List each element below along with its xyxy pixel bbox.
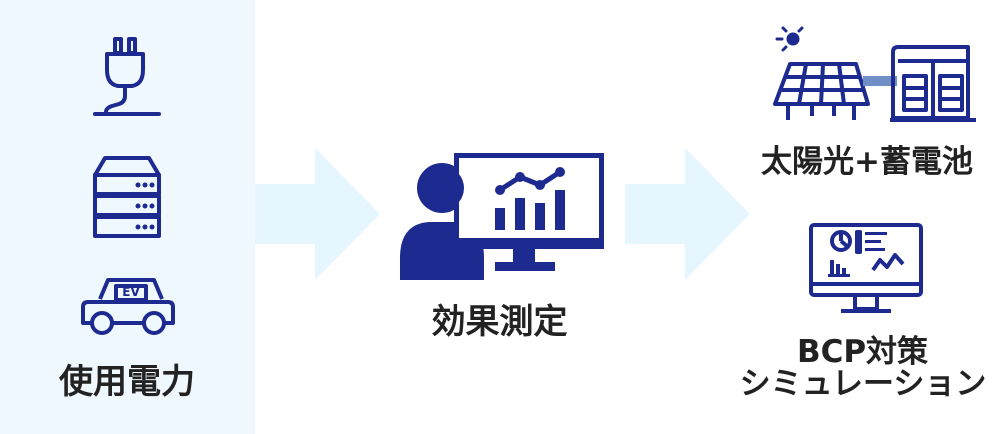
battery-storage-icon — [890, 45, 976, 122]
bcp-label-line1: BCP対策 — [796, 334, 929, 370]
solar-battery-label: 太陽光+蓄電池 — [761, 144, 973, 180]
ev-car-icon — [81, 278, 175, 335]
presenter-monitor-chart-icon — [400, 153, 604, 280]
server-icon — [93, 156, 161, 238]
usage-label: 使用電力 — [59, 362, 195, 402]
flow-arrow-1 — [255, 148, 380, 280]
flow-arrow-2 — [625, 148, 750, 280]
bcp-label-line2: シミュレーション — [739, 366, 987, 402]
connector-line — [863, 76, 897, 86]
measurement-label: 効果測定 — [431, 302, 568, 342]
dashboard-monitor-icon — [809, 223, 923, 313]
ev-badge: EV — [122, 285, 140, 299]
power-plug-icon — [93, 37, 161, 116]
solar-panel-icon — [773, 26, 870, 120]
